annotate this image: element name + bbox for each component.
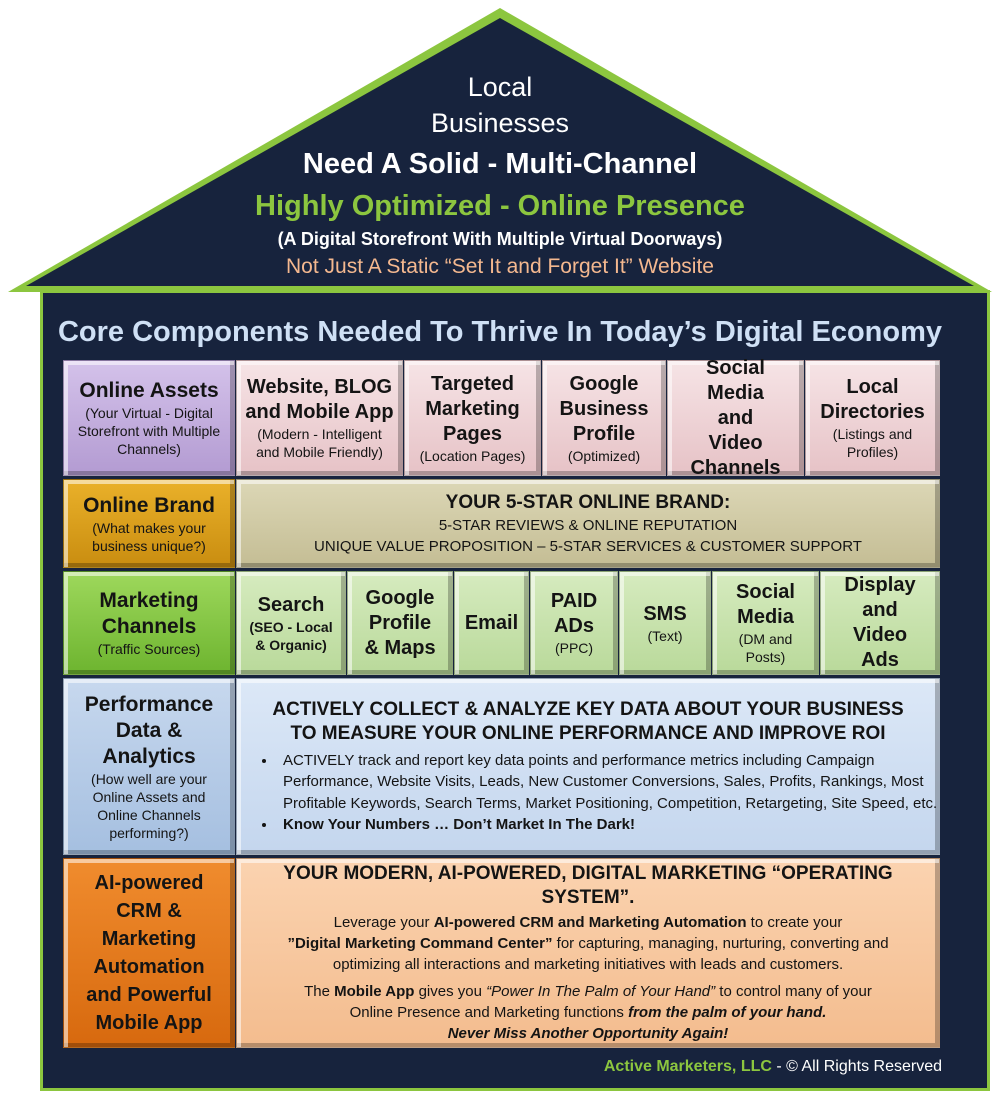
- online-brand-header: Online Brand (What makes your business u…: [63, 479, 235, 568]
- channel-label: Email: [464, 611, 519, 634]
- roof-shape: [8, 8, 992, 292]
- online-assets-subtitle: (Your Virtual - Digital Storefront with …: [77, 405, 221, 457]
- marketing-channels-subtitle: (Traffic Sources): [97, 641, 201, 657]
- channel-social-media: Social Media (DM and Posts): [712, 571, 819, 675]
- channel-google-profile: Google Profile & Maps: [347, 571, 453, 675]
- asset-sub: (Optimized): [567, 447, 641, 464]
- roof-line-optimized: Highly Optimized - Online Presence: [255, 190, 745, 222]
- channel-label: Search: [257, 593, 325, 616]
- crm-title: AI-powered CRM & Marketing Automation an…: [86, 872, 212, 1034]
- channel-sms: SMS (Text): [619, 571, 711, 675]
- crm-text: Leverage your: [333, 914, 434, 931]
- crm-text: The: [304, 983, 335, 1000]
- channel-sub: (SEO - Local & Organic): [249, 618, 333, 653]
- asset-sub: (Location Pages): [419, 447, 526, 464]
- roof-line-local: Local: [467, 72, 533, 102]
- performance-title: Performance Data & Analytics: [84, 692, 214, 768]
- marketing-channels-header: Marketing Channels (Traffic Sources): [63, 571, 235, 675]
- crm-text-bold-italic: from the palm of your hand.: [628, 1004, 827, 1021]
- roof-line-not-static: Not Just A Static “Set It and Forget It”…: [286, 255, 714, 278]
- asset-sub: (Listings and Profiles): [832, 426, 913, 460]
- crm-text-bold-italic: Never Miss Another Opportunity Again!: [447, 1025, 729, 1042]
- brand-title: YOUR 5-STAR ONLINE BRAND:: [445, 491, 731, 513]
- channel-display-video-ads: Display and Video Ads: [820, 571, 940, 675]
- asset-local-directories: Local Directories (Listings and Profiles…: [805, 360, 940, 476]
- crm-text-bold: Mobile App: [334, 983, 415, 1000]
- copyright-footer: Active Marketers, LLC - © All Rights Res…: [0, 1058, 942, 1076]
- crm-text: to control many of your Online Presence …: [349, 983, 872, 1021]
- crm-header: AI-powered CRM & Marketing Automation an…: [63, 858, 235, 1048]
- performance-bullet-numbers: Know Your Numbers … Don’t Market In The …: [277, 814, 939, 836]
- performance-bullet-track: ACTIVELY track and report key data point…: [277, 750, 939, 815]
- asset-label: Google Business Profile: [559, 372, 649, 445]
- core-components-title: Core Components Needed To Thrive In Toda…: [57, 316, 943, 348]
- performance-subtitle: (How well are your Online Assets and Onl…: [91, 770, 207, 841]
- crm-text-italic: “Power In The Palm of Your Hand”: [486, 983, 716, 1000]
- roof-line-need: Need A Solid - Multi-Channel: [302, 148, 698, 180]
- brand-line-reviews: 5-STAR REVIEWS & ONLINE REPUTATION: [438, 516, 738, 534]
- channel-label: SMS: [643, 602, 687, 625]
- channel-paid-ads: PAID ADs (PPC): [530, 571, 618, 675]
- crm-text: for capturing, managing, nurturing, conv…: [332, 935, 889, 973]
- channel-sub: (DM and Posts): [738, 631, 793, 665]
- footer-rights: - © All Rights Reserved: [771, 1058, 942, 1075]
- roof-line-storefront: (A Digital Storefront With Multiple Virt…: [277, 229, 723, 249]
- asset-google-business: Google Business Profile (Optimized): [542, 360, 666, 476]
- performance-bullets: ACTIVELY track and report key data point…: [237, 750, 939, 836]
- online-brand-subtitle: (What makes your business unique?): [92, 519, 206, 554]
- online-assets-title: Online Assets: [79, 379, 219, 402]
- performance-header: Performance Data & Analytics (How well a…: [63, 678, 235, 855]
- performance-heading-2: TO MEASURE YOUR ONLINE PERFORMANCE AND I…: [290, 722, 886, 744]
- marketing-channels-title: Marketing Channels: [99, 589, 199, 638]
- asset-label: Social Media and Video Channels: [690, 356, 781, 479]
- crm-text: gives you: [414, 983, 487, 1000]
- crm-content: YOUR MODERN, AI-POWERED, DIGITAL MARKETI…: [236, 858, 940, 1048]
- channel-label: Social Media: [736, 581, 795, 628]
- channel-email: Email: [454, 571, 529, 675]
- asset-label: Website, BLOG and Mobile App: [245, 376, 394, 423]
- roof-line-businesses: Businesses: [430, 108, 570, 138]
- asset-targeted-pages: Targeted Marketing Pages (Location Pages…: [404, 360, 541, 476]
- crm-heading: YOUR MODERN, AI-POWERED, DIGITAL MARKETI…: [283, 863, 893, 908]
- asset-label: Targeted Marketing Pages: [425, 372, 520, 445]
- crm-text-bold: AI-powered CRM and Marketing Automation: [433, 914, 747, 931]
- online-brand-title: Online Brand: [83, 493, 215, 517]
- channel-sub: (Text): [647, 627, 683, 644]
- channel-sub: (PPC): [554, 640, 594, 656]
- asset-website-blog: Website, BLOG and Mobile App (Modern - I…: [236, 360, 403, 476]
- crm-paragraph-1: Leverage your AI-powered CRM and Marketi…: [237, 912, 939, 975]
- asset-label: Local Directories: [820, 376, 925, 423]
- performance-heading-1: ACTIVELY COLLECT & ANALYZE KEY DATA ABOU…: [272, 698, 904, 720]
- channel-label: Display and Video Ads: [844, 574, 916, 671]
- asset-sub: (Modern - Intelligent and Mobile Friendl…: [256, 426, 383, 460]
- brand-line-uvp: UNIQUE VALUE PROPOSITION – 5-STAR SERVIC…: [314, 537, 862, 555]
- crm-paragraph-2: The Mobile App gives you “Power In The P…: [237, 981, 939, 1044]
- footer-company: Active Marketers, LLC: [603, 1058, 772, 1075]
- asset-social-media: Social Media and Video Channels: [667, 357, 804, 479]
- online-brand-content: YOUR 5-STAR ONLINE BRAND: 5-STAR REVIEWS…: [236, 479, 940, 568]
- channel-label: PAID ADs: [550, 590, 598, 637]
- performance-content: ACTIVELY COLLECT & ANALYZE KEY DATA ABOU…: [236, 678, 940, 855]
- online-assets-header: Online Assets (Your Virtual - Digital St…: [63, 360, 235, 476]
- crm-text: to create your: [746, 914, 843, 931]
- crm-text-bold: ”Digital Marketing Command Center”: [287, 935, 553, 952]
- channel-search: Search (SEO - Local & Organic): [236, 571, 346, 675]
- channel-label: Google Profile & Maps: [364, 586, 436, 659]
